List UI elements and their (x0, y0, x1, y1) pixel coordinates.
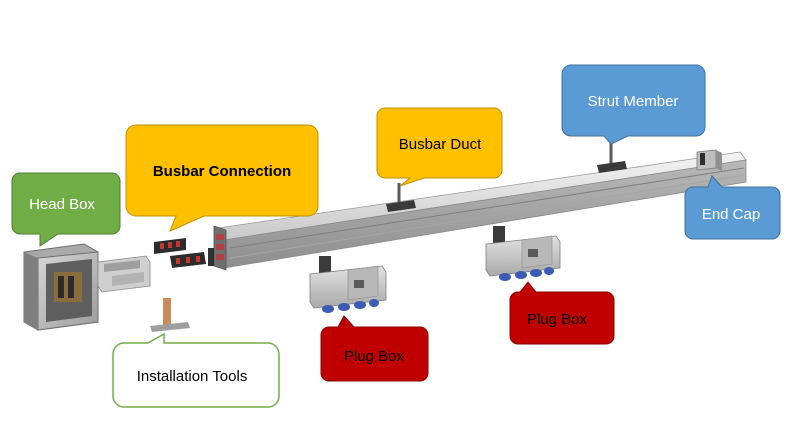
busbar-duct-rail (213, 151, 747, 271)
label-installation-tools: Installation Tools (137, 368, 248, 385)
callout-shape-busbar-connection (125, 124, 319, 232)
callout-plug-box-1: Plug Box (320, 315, 429, 382)
end-cap-part (696, 149, 722, 171)
callout-plug-box-2: Plug Box (509, 281, 615, 345)
label-busbar-duct: Busbar Duct (399, 136, 482, 153)
duct-hanger (386, 183, 416, 212)
callout-busbar-connection: Busbar Connection (125, 124, 319, 232)
installation-tool-part (150, 298, 190, 332)
plug-box-part-1 (309, 256, 387, 313)
callout-shape-head-box (11, 172, 121, 247)
callout-installation-tools: Installation Tools (112, 332, 280, 408)
plug-box-part-2 (485, 226, 561, 281)
label-busbar-connection: Busbar Connection (153, 163, 291, 180)
busbar-connection-part (154, 238, 214, 268)
callout-head-box: Head Box (11, 172, 121, 247)
strut-mount (597, 142, 627, 173)
label-plug-box-2: Plug Box (527, 311, 588, 328)
callout-strut-member: Strut Member (561, 64, 706, 145)
callout-shape-busbar-duct (376, 107, 503, 187)
label-head-box: Head Box (29, 196, 95, 213)
callout-shape-end-cap (684, 175, 781, 240)
callout-shape-strut-member (561, 64, 706, 145)
callout-shape-installation-tools (112, 332, 280, 408)
label-strut-member: Strut Member (588, 93, 679, 110)
callout-shape-plug-box-1 (320, 315, 429, 382)
label-plug-box-1: Plug Box (344, 348, 405, 365)
callout-shape-plug-box-2 (509, 281, 615, 345)
head-box-part (23, 243, 151, 331)
callout-busbar-duct: Busbar Duct (376, 107, 503, 187)
callout-end-cap: End Cap (684, 175, 781, 240)
label-end-cap: End Cap (702, 206, 760, 223)
